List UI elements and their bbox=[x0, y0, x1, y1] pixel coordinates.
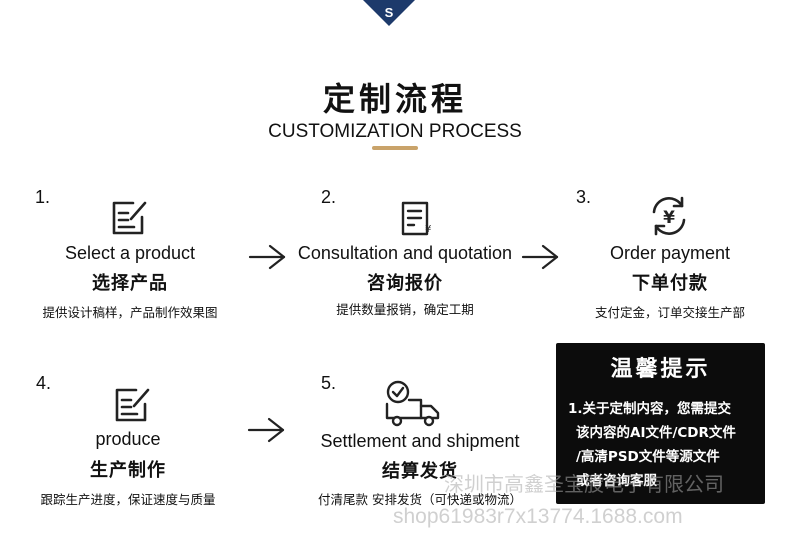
notice-line-1: 1.关于定制内容，您需提交 bbox=[568, 401, 732, 417]
arrow-right-icon bbox=[247, 416, 287, 444]
step-1-desc: 提供设计稿样，产品制作效果图 bbox=[42, 305, 218, 320]
step-1-title-en: Select a product bbox=[64, 243, 196, 263]
step-1-number: 1. bbox=[35, 187, 51, 207]
arrow-right-icon bbox=[521, 243, 561, 271]
step-2-desc: 提供数量报销，确定工期 bbox=[336, 302, 474, 317]
step-5-title-en: Settlement and shipment bbox=[320, 431, 520, 451]
page-title: 定制流程 bbox=[322, 80, 467, 118]
delivery-truck-icon bbox=[383, 378, 443, 430]
shop-url-watermark: shop61983r7x13774.1688.com bbox=[393, 505, 683, 528]
step-4-desc: 跟踪生产进度，保证速度与质量 bbox=[40, 492, 216, 507]
step-1-title-cn: 选择产品 bbox=[92, 273, 168, 294]
page-subtitle: CUSTOMIZATION PROCESS bbox=[268, 121, 522, 142]
svg-text:¥: ¥ bbox=[663, 208, 675, 228]
brand-logo: S bbox=[363, 0, 415, 28]
arrow-right-icon bbox=[248, 243, 288, 271]
notice-line-2: 该内容的AI文件/CDR文件 bbox=[576, 425, 736, 441]
step-2-number: 2. bbox=[321, 187, 337, 207]
notice-line-3: /高清PSD文件等源文件 bbox=[576, 449, 720, 465]
step-5-title-cn: 结算发货 bbox=[382, 461, 458, 482]
svg-text:S: S bbox=[385, 5, 394, 20]
invoice-yuan-icon: ¥ bbox=[400, 200, 434, 238]
step-3-number: 3. bbox=[576, 187, 592, 207]
notice-box bbox=[556, 343, 765, 504]
company-watermark: 深圳市高鑫圣宝股电子有限公司 bbox=[444, 474, 724, 496]
step-4-title-cn: 生产制作 bbox=[90, 460, 166, 481]
step-5-desc: 付清尾款 安排发货（可快递或物流） bbox=[318, 492, 522, 507]
edit-document-icon bbox=[109, 199, 149, 237]
notice-title: 温馨提示 bbox=[610, 357, 711, 382]
svg-text:¥: ¥ bbox=[425, 224, 431, 235]
step-3-title-cn: 下单付款 bbox=[632, 273, 708, 294]
notice-line-4: 或者咨询客服 bbox=[576, 473, 657, 489]
step-2-title-en: Consultation and quotation bbox=[297, 243, 513, 263]
step-3-desc: 支付定金，订单交接生产部 bbox=[594, 305, 745, 320]
step-5-number: 5. bbox=[321, 373, 337, 393]
title-underline bbox=[372, 146, 418, 150]
yuan-refresh-icon: ¥ bbox=[646, 194, 692, 238]
edit-document-icon bbox=[112, 386, 152, 424]
step-3-title-en: Order payment bbox=[609, 243, 731, 263]
step-2-title-cn: 咨询报价 bbox=[367, 273, 443, 294]
step-4-title-en: produce bbox=[95, 429, 161, 449]
step-4-number: 4. bbox=[36, 373, 52, 393]
